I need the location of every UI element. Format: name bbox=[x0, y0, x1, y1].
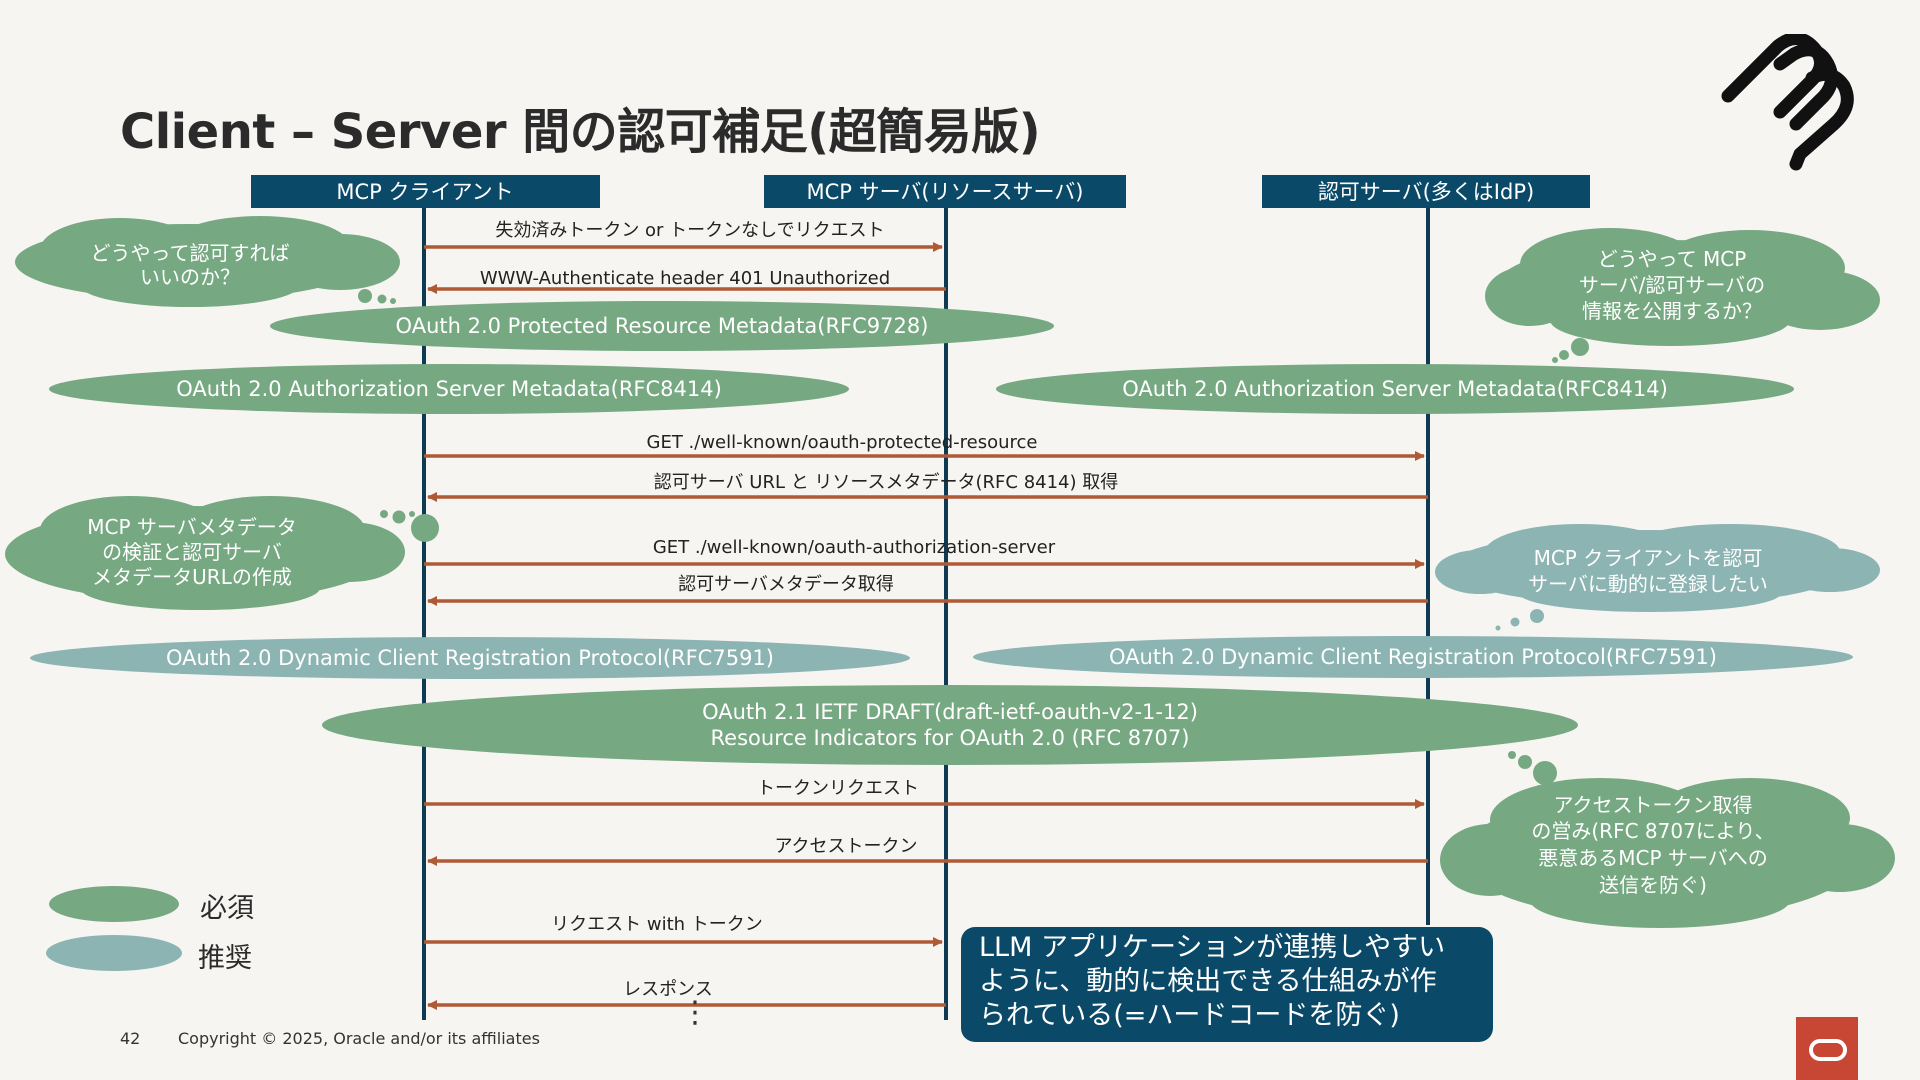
participant-authz-label: 認可サーバ(多くはIdP) bbox=[1318, 180, 1534, 204]
spec-oauth21: OAuth 2.1 IETF DRAFT(draft-ietf-oauth-v2… bbox=[322, 685, 1578, 765]
note-box: LLM アプリケーションが連携しやすい ように、動的に検出できる仕組みが作 られ… bbox=[961, 927, 1493, 1042]
message-m7: トークンリクエスト bbox=[424, 778, 1425, 809]
message-m2-label: WWW-Authenticate header 401 Unauthorized bbox=[480, 268, 890, 289]
spec-authz-server-metadata-right: OAuth 2.0 Authorization Server Metadata(… bbox=[996, 364, 1794, 414]
thought-line: どうやって認可すれば bbox=[91, 241, 290, 265]
message-m8-label: アクセストークン bbox=[774, 836, 917, 857]
thought-line: どうやって MCP bbox=[1598, 247, 1747, 271]
note-line: ように、動的に検出できる仕組みが作 bbox=[979, 966, 1437, 997]
legend-recommended-label: 推奨 bbox=[198, 943, 252, 974]
message-m1: 失効済みトークン or トークンなしでリクエスト bbox=[424, 220, 943, 252]
spec-label: OAuth 2.0 Authorization Server Metadata(… bbox=[176, 377, 722, 401]
page-number: 42 bbox=[120, 1029, 141, 1048]
thought-line: の検証と認可サーバ bbox=[102, 540, 282, 564]
spec-dcr-right: OAuth 2.0 Dynamic Client Registration Pr… bbox=[973, 636, 1853, 678]
message-m1-label: 失効済みトークン or トークンなしでリクエスト bbox=[495, 220, 884, 241]
message-m9: リクエスト with トークン bbox=[424, 914, 943, 947]
thought-line: サーバ/認可サーバの bbox=[1579, 273, 1765, 297]
spec-label: Resource Indicators for OAuth 2.0 (RFC 8… bbox=[711, 726, 1190, 750]
spec-label: OAuth 2.0 Dynamic Client Registration Pr… bbox=[166, 646, 774, 670]
thought-line: の営み(RFC 8707により、 bbox=[1531, 819, 1774, 843]
thought-token-acquisition: アクセストークン取得 の営み(RFC 8707により、 悪意あるMCP サーバへ… bbox=[1440, 751, 1895, 928]
thought-line: 悪意あるMCP サーバへの bbox=[1538, 846, 1767, 870]
message-m8: アクセストークン bbox=[427, 836, 1428, 866]
participant-server-header bbox=[764, 175, 1126, 208]
spec-authz-server-metadata-left: OAuth 2.0 Authorization Server Metadata(… bbox=[49, 364, 849, 414]
message-m10-label: レスポンス bbox=[623, 979, 713, 1000]
oracle-logo-icon bbox=[1796, 1017, 1858, 1080]
participant-client-label: MCP クライアント bbox=[336, 180, 513, 204]
legend-recommended-swatch bbox=[46, 935, 182, 971]
thought-how-to-authorize: どうやって認可すれば いいのか？ bbox=[15, 216, 400, 307]
spec-label: OAuth 2.0 Protected Resource Metadata(RF… bbox=[396, 314, 929, 338]
message-m5-label: GET ./well-known/oauth-authorization-ser… bbox=[653, 537, 1056, 558]
thought-line: いいのか？ bbox=[140, 265, 240, 289]
thought-line: MCP サーバメタデータ bbox=[87, 515, 296, 539]
message-m6-label: 認可サーバメタデータ取得 bbox=[678, 574, 894, 595]
spec-protected-resource-metadata: OAuth 2.0 Protected Resource Metadata(RF… bbox=[270, 301, 1054, 351]
thought-how-to-publish: どうやって MCP サーバ/認可サーバの 情報を公開するか？ bbox=[1485, 228, 1880, 363]
thought-line: 送信を防ぐ) bbox=[1599, 873, 1707, 897]
message-m6: 認可サーバメタデータ取得 bbox=[427, 574, 1428, 606]
participant-authz-header bbox=[1262, 175, 1590, 208]
note-line: られている(=ハードコードを防ぐ) bbox=[979, 1000, 1400, 1031]
message-m3-label: GET ./well-known/oauth-protected-resourc… bbox=[647, 432, 1038, 453]
mcp-logo-icon bbox=[1721, 34, 1854, 171]
message-m3: GET ./well-known/oauth-protected-resourc… bbox=[424, 432, 1425, 461]
thought-dynamic-registration: MCP クライアントを認可 サーバに動的に登録したい bbox=[1435, 524, 1880, 631]
spec-label: OAuth 2.0 Dynamic Client Registration Pr… bbox=[1109, 645, 1717, 669]
message-m10: レスポンス bbox=[427, 979, 946, 1010]
message-m7-label: トークンリクエスト bbox=[757, 778, 919, 799]
spec-label: OAuth 2.1 IETF DRAFT(draft-ietf-oauth-v2… bbox=[702, 700, 1198, 724]
thought-verify-metadata: MCP サーバメタデータ の検証と認可サーバ メタデータURLの作成 bbox=[5, 496, 439, 610]
copyright: Copyright © 2025, Oracle and/or its affi… bbox=[178, 1029, 540, 1048]
thought-line: サーバに動的に登録したい bbox=[1528, 572, 1768, 596]
spec-dcr-left: OAuth 2.0 Dynamic Client Registration Pr… bbox=[30, 637, 910, 679]
participant-server-label: MCP サーバ(リソースサーバ) bbox=[806, 180, 1083, 204]
thought-line: MCP クライアントを認可 bbox=[1534, 546, 1763, 570]
thought-line: アクセストークン取得 bbox=[1554, 793, 1753, 817]
thought-line: メタデータURLの作成 bbox=[92, 565, 292, 589]
page-title: Client – Server 間の認可補足(超簡易版) bbox=[120, 104, 1041, 160]
legend-required-swatch bbox=[49, 886, 179, 922]
thought-line: 情報を公開するか？ bbox=[1582, 299, 1762, 323]
participant-client-header bbox=[251, 175, 600, 208]
message-m4-label: 認可サーバ URL と リソースメタデータ(RFC 8414) 取得 bbox=[654, 472, 1119, 493]
note-line: LLM アプリケーションが連携しやすい bbox=[979, 932, 1446, 963]
message-m5: GET ./well-known/oauth-authorization-ser… bbox=[424, 537, 1425, 569]
legend-required-label: 必須 bbox=[200, 893, 254, 924]
message-m2: WWW-Authenticate header 401 Unauthorized bbox=[427, 268, 946, 294]
message-m4: 認可サーバ URL と リソースメタデータ(RFC 8414) 取得 bbox=[427, 472, 1428, 502]
continuation-ellipsis: ⋮ bbox=[680, 995, 710, 1030]
spec-label: OAuth 2.0 Authorization Server Metadata(… bbox=[1122, 377, 1668, 401]
message-m9-label: リクエスト with トークン bbox=[551, 914, 763, 935]
